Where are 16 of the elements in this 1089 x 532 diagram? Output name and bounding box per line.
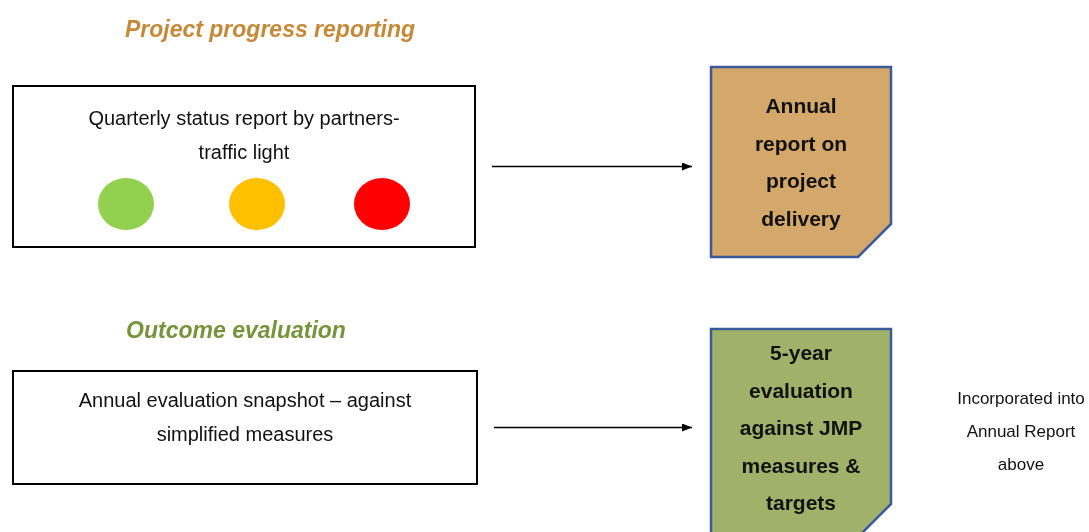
status-light bbox=[354, 178, 410, 230]
section-heading: Project progress reporting bbox=[124, 16, 416, 43]
box-text: 5-year evaluation against JMP measures & targets bbox=[738, 340, 864, 517]
box-text: Annual evaluation snapshot – against simplified measures bbox=[77, 388, 413, 447]
status-light bbox=[229, 178, 285, 230]
note-text: Incorporated into Annual Report above bbox=[956, 388, 1086, 476]
arrow bbox=[493, 423, 693, 432]
process-box bbox=[12, 370, 478, 485]
box-text: Annual report on project delivery bbox=[753, 93, 849, 232]
status-light bbox=[98, 178, 154, 230]
box-text: Quarterly status report by partners- traffic light bbox=[87, 106, 401, 165]
process-box bbox=[12, 85, 476, 248]
arrow bbox=[491, 162, 693, 171]
section-heading: Outcome evaluation bbox=[126, 317, 346, 344]
document-box bbox=[710, 66, 892, 258]
document-box bbox=[710, 328, 892, 532]
